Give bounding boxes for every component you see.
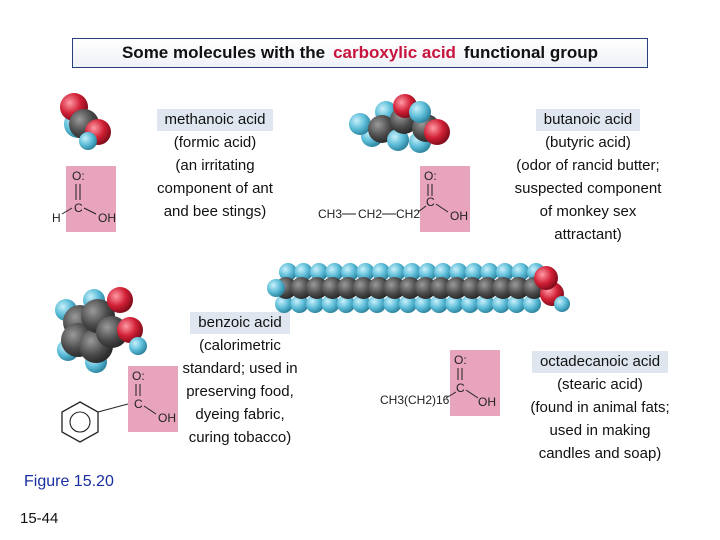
molecule-desc-line: used in making bbox=[549, 422, 651, 439]
molecule-desc-line: preserving food, bbox=[186, 383, 294, 400]
functional-group-highlight bbox=[66, 166, 116, 232]
molecule-desc-line: of monkey sex bbox=[539, 203, 637, 220]
molecule-desc-line: (an irritating bbox=[175, 157, 255, 174]
molecule-desc-line: (formic acid) bbox=[173, 134, 257, 151]
molecule-desc-line: (butyric acid) bbox=[545, 134, 631, 151]
title-prefix: Some molecules with the bbox=[121, 43, 326, 62]
molecule-name: butanoic acid bbox=[535, 109, 641, 131]
butanoic-space-filling-model bbox=[349, 94, 450, 153]
carbon-text: C bbox=[456, 381, 465, 395]
hydroxyl-text: OH bbox=[98, 211, 116, 225]
molecule-desc-line: (found in animal fats; bbox=[530, 399, 670, 416]
benzoic-space-filling-model bbox=[55, 287, 147, 373]
methanoic-structural-formula: O: C H OH bbox=[52, 169, 116, 225]
butanoic-structural-formula: CH3 CH2 CH2 O: C OH bbox=[318, 169, 468, 223]
molecule-desc-line: (odor of rancid butter; bbox=[516, 157, 660, 174]
methanoic-label: methanoic acid (formic acid) (an irritat… bbox=[140, 108, 290, 223]
benzoic-label: benzoic acid (calorimetric standard; use… bbox=[164, 311, 316, 449]
formula-prefix-text: CH2 bbox=[358, 207, 382, 221]
formula-prefix-text: CH2 bbox=[396, 207, 420, 221]
figure-caption: Figure 15.20 bbox=[24, 473, 114, 490]
methanoic-space-filling-model bbox=[60, 93, 111, 150]
molecule-desc-line: and bee stings) bbox=[163, 203, 267, 220]
carbon-text: C bbox=[74, 201, 83, 215]
benzene-ring-icon bbox=[61, 401, 99, 443]
molecule-desc-line: standard; used in bbox=[182, 360, 298, 377]
molecule-desc-line: (calorimetric bbox=[199, 337, 281, 354]
molecule-desc-line: dyeing fabric, bbox=[195, 406, 285, 423]
formula-prefix-text: CH3(CH2)16 bbox=[380, 393, 450, 407]
formula-prefix-text: CH3 bbox=[318, 207, 342, 221]
octadecanoic-space-filling-model bbox=[267, 263, 570, 313]
carbonyl-oxygen-text: O: bbox=[424, 169, 437, 183]
carbonyl-oxygen-text: O: bbox=[454, 353, 467, 367]
slide-number: 15-44 bbox=[20, 510, 59, 527]
butanoic-label: butanoic acid (butyric acid) (odor of ra… bbox=[488, 108, 688, 246]
molecule-desc-line: candles and soap) bbox=[538, 445, 662, 462]
carbonyl-oxygen-text: O: bbox=[72, 169, 85, 183]
carbon-text: C bbox=[426, 195, 435, 209]
hydroxyl-text: OH bbox=[450, 209, 468, 223]
molecule-desc-line: attractant) bbox=[554, 226, 622, 243]
functional-group-highlight bbox=[450, 350, 500, 416]
functional-group-highlight bbox=[128, 366, 178, 432]
molecule-name: benzoic acid bbox=[190, 312, 290, 334]
benzoic-structural-formula: O: C OH bbox=[61, 369, 176, 443]
molecule-desc-line: curing tobacco) bbox=[188, 429, 292, 446]
hydroxyl-text: OH bbox=[478, 395, 496, 409]
molecule-name: methanoic acid bbox=[156, 109, 274, 131]
title-suffix: functional group bbox=[463, 43, 599, 62]
molecule-desc-line: suspected component bbox=[514, 180, 662, 197]
octadecanoic-structural-formula: CH3(CH2)16 O: C OH bbox=[380, 353, 496, 409]
formula-prefix-text: H bbox=[52, 211, 61, 225]
functional-group-highlight bbox=[420, 166, 470, 232]
hydroxyl-text: OH bbox=[158, 411, 176, 425]
carbon-text: C bbox=[134, 397, 143, 411]
slide-title: Some molecules with the carboxylic acid … bbox=[72, 38, 648, 68]
title-highlight: carboxylic acid bbox=[333, 43, 456, 62]
molecule-desc-line: (stearic acid) bbox=[557, 376, 643, 393]
carbonyl-oxygen-text: O: bbox=[132, 369, 145, 383]
molecule-name: octadecanoic acid bbox=[531, 351, 669, 373]
molecule-desc-line: component of ant bbox=[157, 180, 273, 197]
octadecanoic-label: octadecanoic acid (stearic acid) (found … bbox=[504, 350, 696, 465]
